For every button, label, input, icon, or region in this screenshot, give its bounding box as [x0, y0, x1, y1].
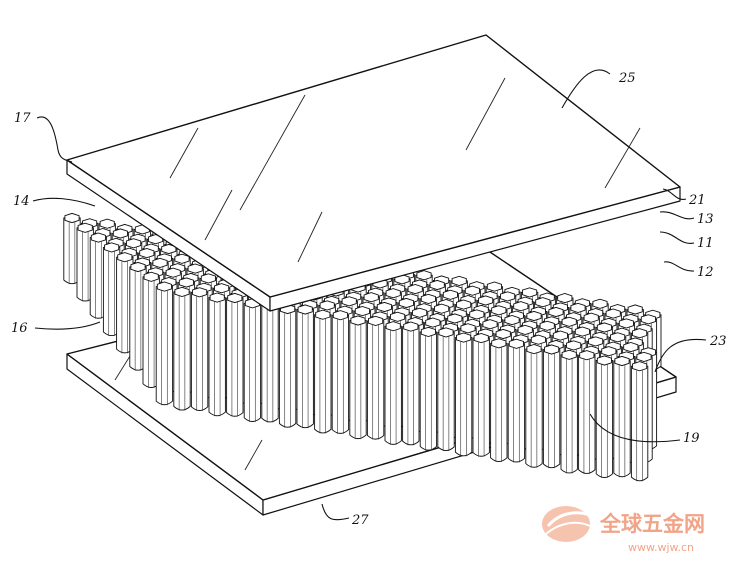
honeycomb-cell: [102, 242, 121, 337]
honeycomb-cell: [208, 292, 226, 417]
honeycomb-cell: [437, 327, 455, 451]
label-bottom-edge: 27: [351, 513, 369, 528]
watermark-logo-icon: [542, 506, 593, 542]
label-core-cell: 11: [697, 236, 714, 251]
watermark: 全球五金网 www.wjw.cn: [542, 506, 705, 554]
honeycomb-cell: [190, 287, 209, 411]
honeycomb-cell: [173, 286, 191, 411]
honeycomb-cell: [384, 321, 402, 445]
honeycomb-cell: [630, 361, 649, 482]
honeycomb-cell: [613, 355, 631, 478]
honeycomb-cell: [419, 326, 438, 451]
honeycomb-cell: [472, 333, 490, 457]
watermark-url: www.wjw.cn: [628, 541, 694, 554]
honeycomb-cell: [595, 355, 614, 478]
label-core-left-upper: 14: [13, 194, 30, 209]
honeycomb-cell: [507, 338, 526, 463]
honeycomb-cell: [155, 281, 174, 406]
honeycomb-cell: [578, 350, 596, 474]
label-core-left-lower: 16: [11, 321, 28, 336]
top-plate: [66, 34, 681, 312]
honeycomb-cell: [278, 303, 297, 428]
label-bottom-inner: 19: [683, 431, 700, 446]
label-core-cell-top: 13: [697, 212, 714, 227]
label-bottom-plate: 23: [709, 334, 727, 349]
reference-labels: 25 17 14 21 13 11 12 16 23 19 27: [11, 69, 727, 528]
honeycomb-cell: [261, 298, 279, 423]
honeycomb-cell: [525, 344, 543, 468]
label-top-right-edge: 21: [688, 193, 706, 208]
honeycomb-cell: [243, 298, 262, 422]
honeycomb-cell: [560, 349, 578, 474]
honeycomb-cell: [76, 222, 94, 302]
watermark-text: 全球五金网: [599, 512, 705, 536]
honeycomb-cell: [366, 315, 385, 440]
honeycomb-cell: [454, 332, 473, 457]
honeycomb-cell: [349, 315, 367, 440]
honeycomb-cell: [226, 292, 244, 417]
label-core-side: 12: [697, 265, 714, 280]
honeycomb-cell: [402, 321, 420, 446]
label-top-plate: 25: [618, 71, 636, 86]
label-top-left-edge: 17: [14, 111, 31, 126]
honeycomb-cell: [331, 310, 350, 434]
honeycomb-cell: [296, 304, 314, 429]
honeycomb-cell: [314, 309, 332, 434]
honeycomb-cell: [129, 261, 147, 371]
honeycomb-cell: [542, 344, 561, 469]
honeycomb-cell: [490, 338, 508, 462]
